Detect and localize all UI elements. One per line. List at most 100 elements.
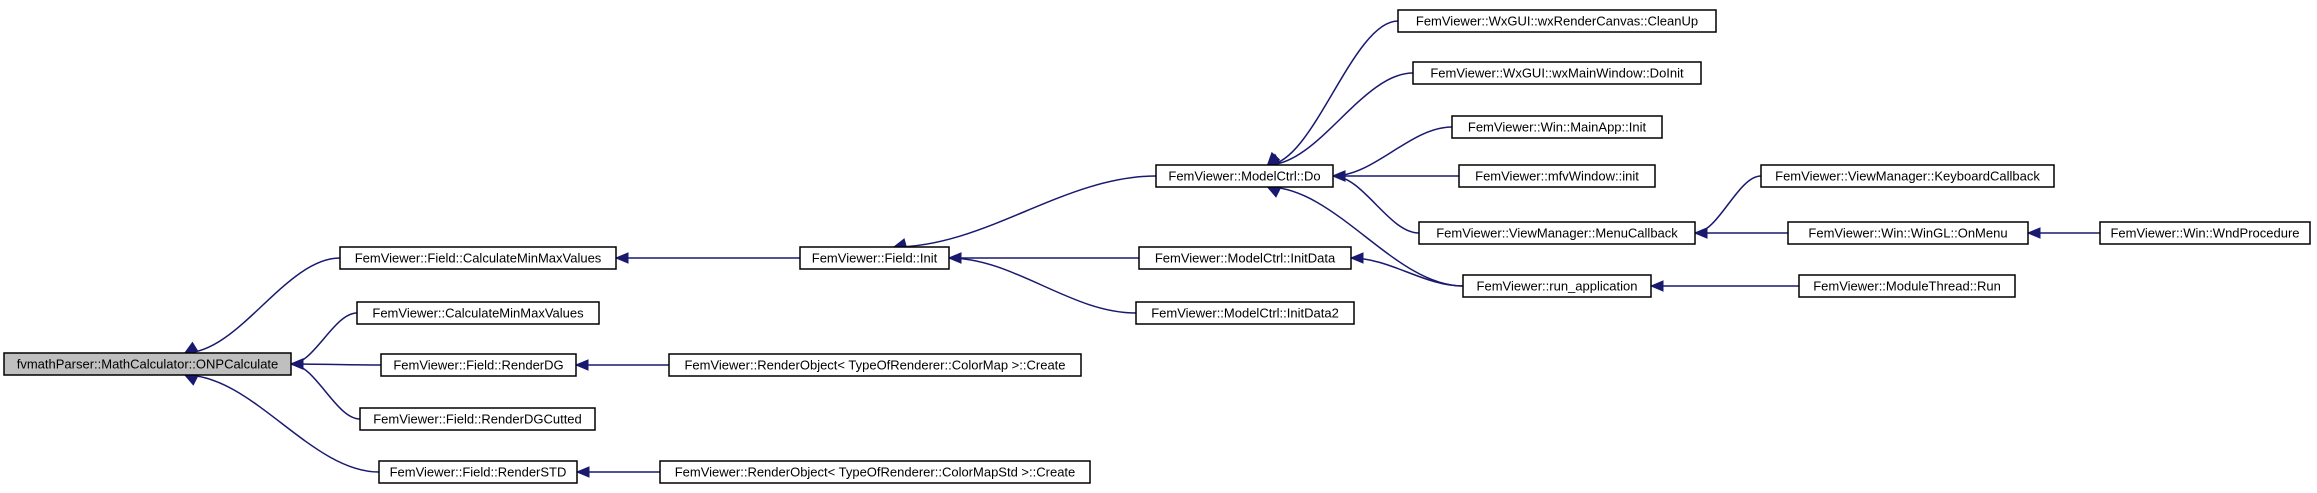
- node-label: FemViewer::Field::Init: [812, 251, 938, 266]
- node-label: FemViewer::ModelCtrl::InitData: [1155, 251, 1336, 266]
- edge-modthread_run-to-run_app: [1649, 280, 1800, 292]
- node-label: FemViewer::ModuleThread::Run: [1813, 279, 2001, 294]
- node-label: FemViewer::RenderObject< TypeOfRenderer:…: [684, 358, 1065, 373]
- edge-doinit-to-mc_do: [1266, 72, 1414, 166]
- node-label: FemViewer::ModelCtrl::Do: [1168, 169, 1320, 184]
- edge-line: [290, 312, 358, 365]
- arrowhead: [947, 252, 962, 264]
- edge-field_cmm-to-onp: [183, 257, 341, 354]
- node-label: FemViewer::CalculateMinMaxValues: [372, 306, 584, 321]
- node-field-init[interactable]: FemViewer::Field::Init: [799, 246, 950, 270]
- edge-wndproc-to-onmenu: [2026, 227, 2100, 239]
- node-wndproc[interactable]: FemViewer::Win::WndProcedure: [2099, 221, 2311, 245]
- edge-line: [184, 374, 380, 473]
- node-box: [3, 352, 292, 376]
- node-onp[interactable]: fvmathParser::MathCalculator::ONPCalcula…: [3, 352, 292, 376]
- nodes-layer: fvmathParser::MathCalculator::ONPCalcula…: [3, 9, 2311, 484]
- edge-menucb-to-mc_do: [1331, 170, 1420, 234]
- node-mc-initdata2[interactable]: FemViewer::ModelCtrl::InitData2: [1135, 301, 1355, 325]
- edge-line: [1332, 126, 1453, 177]
- arrowhead: [1693, 227, 1708, 239]
- edge-renderstd-to-onp: [183, 374, 380, 473]
- arrowhead: [183, 341, 199, 354]
- edge-line: [184, 257, 341, 354]
- edge-line: [290, 363, 361, 420]
- node-box: [1418, 221, 1696, 245]
- node-renderdg[interactable]: FemViewer::Field::RenderDG: [380, 353, 577, 377]
- node-label: FemViewer::mfvWindow::init: [1475, 169, 1639, 184]
- arrowhead: [1649, 280, 1664, 292]
- node-box: [339, 246, 617, 270]
- node-box: [668, 353, 1082, 377]
- node-mainapp-init[interactable]: FemViewer::Win::MainApp::Init: [1451, 115, 1663, 139]
- node-mfv-init[interactable]: FemViewer::mfvWindow::init: [1458, 164, 1656, 188]
- arrowhead: [1349, 252, 1364, 264]
- arrowhead: [574, 359, 589, 371]
- node-box: [1412, 61, 1702, 85]
- node-label: FemViewer::WxGUI::wxMainWindow::DoInit: [1430, 66, 1684, 81]
- node-box: [378, 460, 578, 484]
- arrowhead: [289, 358, 304, 370]
- node-label: FemViewer::Field::RenderDG: [393, 358, 563, 373]
- arrowhead: [614, 252, 629, 264]
- node-cmm[interactable]: FemViewer::CalculateMinMaxValues: [356, 301, 600, 325]
- edge-line: [1267, 20, 1399, 166]
- node-renderstd[interactable]: FemViewer::Field::RenderSTD: [378, 460, 578, 484]
- node-label: FemViewer::RenderObject< TypeOfRenderer:…: [675, 465, 1076, 480]
- edge-mc_initdata2-to-field_init: [947, 252, 1137, 314]
- edge-cleanup-to-mc_do: [1266, 20, 1399, 166]
- node-label: FemViewer::ViewManager::MenuCallback: [1436, 226, 1678, 241]
- edge-ro_colormap-to-renderdg: [574, 359, 669, 371]
- node-keycb[interactable]: FemViewer::ViewManager::KeyboardCallback: [1760, 164, 2055, 188]
- node-run-app[interactable]: FemViewer::run_application: [1462, 274, 1652, 298]
- edge-line: [290, 363, 382, 366]
- node-menucb[interactable]: FemViewer::ViewManager::MenuCallback: [1418, 221, 1696, 245]
- node-box: [1760, 164, 2055, 188]
- node-onmenu[interactable]: FemViewer::Win::WinGL::OnMenu: [1787, 221, 2029, 245]
- node-box: [1462, 274, 1652, 298]
- edge-onmenu-to-menucb: [1693, 227, 1788, 239]
- arrowhead: [1266, 153, 1282, 166]
- node-label: FemViewer::ModelCtrl::InitData2: [1151, 306, 1339, 321]
- node-box: [799, 246, 950, 270]
- edge-line: [893, 175, 1157, 248]
- node-label: FemViewer::WxGUI::wxRenderCanvas::CleanU…: [1416, 14, 1698, 29]
- node-ro-colormap[interactable]: FemViewer::RenderObject< TypeOfRenderer:…: [668, 353, 1082, 377]
- node-box: [1397, 9, 1717, 33]
- edges-layer: [183, 20, 2100, 478]
- node-label: FemViewer::Win::MainApp::Init: [1468, 120, 1647, 135]
- node-label: FemViewer::run_application: [1477, 279, 1638, 294]
- edge-ro_colormapstd-to-renderstd: [575, 466, 660, 478]
- arrowhead: [575, 466, 590, 478]
- node-label: FemViewer::Win::WndProcedure: [2110, 226, 2299, 241]
- edge-line: [1350, 257, 1464, 287]
- node-mc-initdata[interactable]: FemViewer::ModelCtrl::InitData: [1138, 246, 1352, 270]
- node-box: [1138, 246, 1352, 270]
- edge-run_app-to-mc_initdata: [1349, 252, 1464, 287]
- edge-mainapp_init-to-mc_do: [1331, 126, 1453, 182]
- node-box: [380, 353, 577, 377]
- edge-line: [1267, 72, 1414, 166]
- edge-renderdg-to-onp: [289, 358, 382, 370]
- node-doinit[interactable]: FemViewer::WxGUI::wxMainWindow::DoInit: [1412, 61, 1702, 85]
- node-field-cmm[interactable]: FemViewer::Field::CalculateMinMaxValues: [339, 246, 617, 270]
- node-box: [356, 301, 600, 325]
- arrowhead: [183, 374, 199, 386]
- node-box: [1135, 301, 1355, 325]
- node-cleanup[interactable]: FemViewer::WxGUI::wxRenderCanvas::CleanU…: [1397, 9, 1717, 33]
- node-ro-colormapstd[interactable]: FemViewer::RenderObject< TypeOfRenderer:…: [659, 460, 1091, 484]
- node-box: [1155, 164, 1334, 188]
- node-label: FemViewer::ViewManager::KeyboardCallback: [1775, 169, 2040, 184]
- arrowhead: [2026, 227, 2041, 239]
- edge-renderdgcut-to-onp: [289, 358, 361, 420]
- node-label: FemViewer::Win::WinGL::OnMenu: [1808, 226, 2007, 241]
- node-box: [1798, 274, 2016, 298]
- edge-field_init-to-field_cmm: [614, 252, 801, 264]
- node-renderdgcut[interactable]: FemViewer::Field::RenderDGCutted: [359, 407, 596, 431]
- node-label: FemViewer::Field::RenderDGCutted: [373, 412, 582, 427]
- node-box: [2099, 221, 2311, 245]
- node-mc-do[interactable]: FemViewer::ModelCtrl::Do: [1155, 164, 1334, 188]
- node-modthread-run[interactable]: FemViewer::ModuleThread::Run: [1798, 274, 2016, 298]
- edge-line: [948, 257, 1137, 314]
